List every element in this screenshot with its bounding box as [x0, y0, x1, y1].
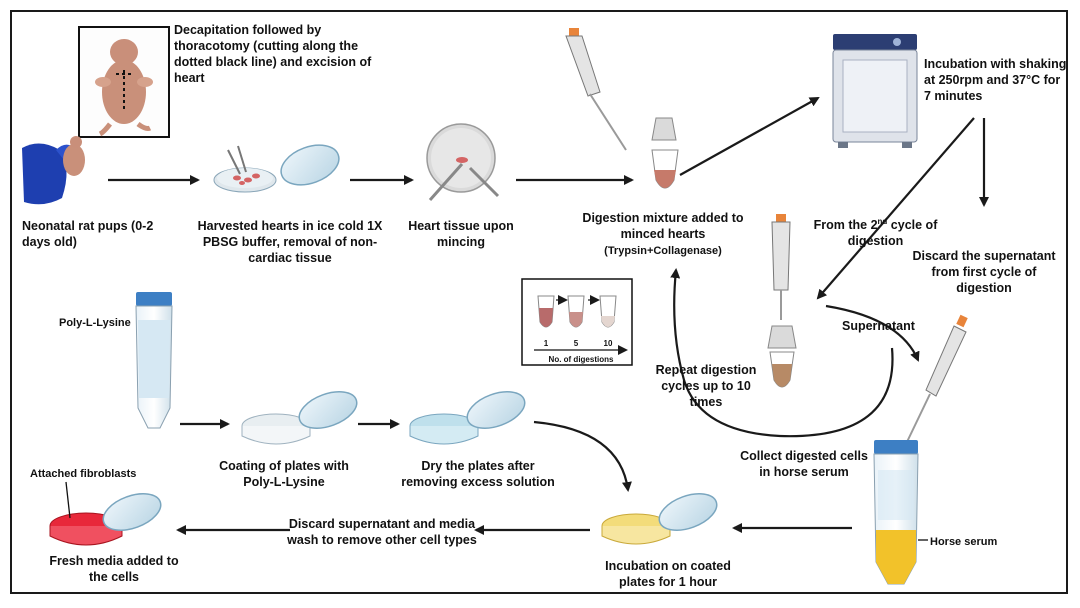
poly-lysine-tube: [135, 292, 173, 429]
flow-arrows: [108, 97, 989, 535]
label-second-cycle: From the 2nd cycle of digestion: [798, 214, 953, 249]
label-harvested: Harvested hearts in ice cold 1X PBSG buf…: [197, 219, 383, 265]
mincing-dish: [426, 123, 500, 201]
inset-tube-1: [537, 295, 555, 328]
label-digestion-mixture: Digestion mixture added to minced hearts…: [578, 210, 748, 259]
label-horse-serum: Horse serum: [930, 536, 998, 548]
label-pups: Neonatal rat pups (0-2 days old): [22, 219, 154, 249]
label-decapitation: Decapitation followed by thoracotomy (cu…: [174, 23, 372, 85]
label-mincing: Heart tissue upon mincing: [408, 219, 514, 249]
rat-photo: [78, 26, 170, 138]
label-discard-first: Discard the supernatant from first cycle…: [912, 249, 1056, 295]
label-digestion-enzymes: (Trypsin+Collagenase): [604, 245, 722, 257]
label-collect: Collect digested cells in horse serum: [740, 449, 868, 479]
pipette-cycle: [767, 214, 797, 388]
label-second-cycle-a: From the 2: [813, 218, 878, 233]
dry-dish: [409, 391, 526, 445]
label-incubation-coated: Incubation on coated plates for 1 hour: [605, 559, 731, 589]
label-supernatant: Supernatant: [842, 319, 915, 333]
label-discard-wash: Discard supernatant and media wash to re…: [287, 517, 477, 547]
label-second-cycle-b: cycle of digestion: [847, 218, 938, 249]
label-digestion-text: Digestion mixture added to minced hearts: [582, 211, 744, 241]
glove-hand-with-pup: [22, 136, 85, 205]
petri-dish-hearts: [213, 144, 340, 193]
label-second-cycle-sup: nd: [877, 217, 888, 226]
arrow-dry-to-coated: [533, 420, 632, 492]
label-coating: Coating of plates with Poly-L-Lysine: [219, 459, 349, 489]
incubator-icon: [832, 34, 918, 148]
arrow-repeat-loop: [670, 268, 894, 438]
inset-label-5: 5: [573, 339, 579, 348]
coating-dish: [241, 391, 358, 445]
arrow-incubator-to-cycle: [816, 117, 975, 300]
inset-label-1: 1: [543, 339, 549, 348]
label-attached: Attached fibroblasts: [30, 468, 137, 480]
inset-label-10: 10: [603, 339, 613, 348]
pipette-collect: [905, 314, 968, 445]
label-dry: Dry the plates after removing excess sol…: [401, 459, 555, 489]
coated-plate: [601, 493, 718, 545]
label-repeat: Repeat digestion cycles up to 10 times: [655, 363, 757, 409]
horse-serum-tube: [873, 440, 928, 585]
inset-tube-5: [567, 295, 585, 328]
inset-tube-10: [599, 295, 617, 328]
fresh-media-dish: [49, 481, 162, 546]
arrow-digestion-to-incubator: [679, 97, 820, 176]
inset-axis-label: No. of digestions: [548, 355, 614, 364]
pipette-digestion: [565, 28, 679, 189]
label-incubation: Incubation with shaking at 250rpm and 37…: [924, 57, 1067, 103]
label-poly-lysine: Poly-L-Lysine: [59, 317, 131, 329]
digestion-inset: [521, 278, 633, 366]
arrow-supernatant: [825, 304, 920, 362]
label-fresh-media: Fresh media added to the cells: [49, 554, 179, 584]
